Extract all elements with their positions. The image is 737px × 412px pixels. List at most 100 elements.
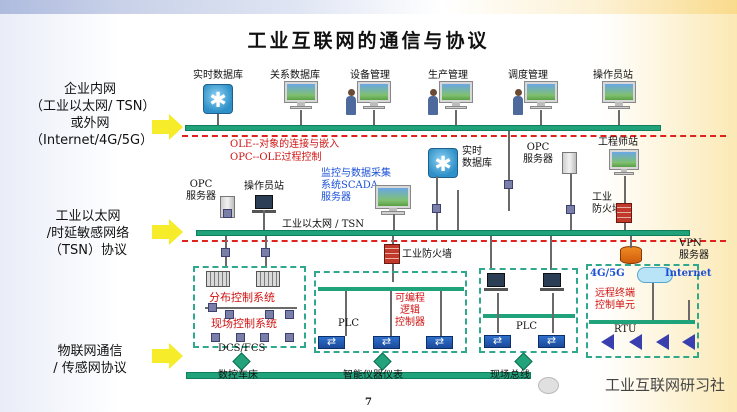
bus-node-icon (373, 352, 392, 371)
layer-line: 物联网通信 (57, 344, 123, 359)
switch-icon (538, 334, 565, 348)
layer-line: （TSN）协议 (49, 243, 127, 258)
bus-node-icon (514, 352, 533, 371)
top-banner (0, 0, 737, 14)
opc-server-left-label: OPC 服务器 (186, 179, 216, 202)
firewall-icon (616, 203, 632, 223)
link-line (300, 110, 302, 125)
database-icon: ✱ (428, 148, 458, 178)
vpn-server-icon (620, 246, 642, 264)
programmable-label: 可编程 逻辑 控制器 (395, 293, 425, 328)
enterprise-bus (185, 125, 661, 131)
link-line (457, 190, 459, 231)
monitor-icon (284, 80, 318, 110)
link-line (618, 110, 620, 125)
link-line (570, 174, 572, 231)
device-label: 实时数据库 (193, 70, 243, 81)
link-line (490, 236, 492, 270)
device-label: 设备管理 (350, 70, 390, 81)
layer-divider (182, 240, 726, 242)
vpn-label: VPN 服务器 (679, 238, 709, 261)
monitor-icon (540, 273, 564, 291)
layer-line: 工业以太网 (55, 209, 121, 224)
monitor-icon (439, 80, 473, 110)
network-node-icon (260, 333, 269, 342)
switch-icon (484, 334, 511, 348)
bus-label: 智能仪器仪表 (343, 370, 403, 381)
network-node-icon (221, 248, 230, 257)
monitor-icon (375, 185, 411, 216)
sensor-triangle-icon (656, 334, 669, 350)
link-line (589, 320, 695, 324)
plc-group (314, 271, 467, 353)
device-label: 操作员站 (593, 70, 633, 81)
link-line (508, 131, 510, 211)
operator-station-label: 操作员站 (244, 181, 284, 192)
link-line (393, 214, 395, 231)
link-line (552, 293, 554, 333)
wechat-icon (538, 377, 559, 394)
network-node-icon (211, 333, 220, 342)
layer-line: （工业以太网/ TSN） (30, 99, 156, 114)
firewall-icon (384, 244, 400, 264)
link-line (390, 291, 392, 336)
layer-label-iot: 物联网通信 / 传感网协议 (30, 343, 150, 377)
remote-terminal-label: 远程终端 控制单元 (595, 288, 635, 311)
link-line (540, 110, 542, 125)
industrial-firewall-top-label: 工业 防火墙 (592, 192, 622, 215)
link-line (345, 291, 347, 336)
switch-icon (373, 335, 400, 349)
dcs-fcs-label: DCS/FCS (218, 343, 266, 354)
link-line (455, 110, 457, 125)
tsn-bus (196, 230, 690, 236)
layer-line: （Internet/4G/5G） (30, 133, 154, 148)
person-icon (428, 89, 438, 115)
network-node-icon (208, 303, 217, 312)
layer-divider (182, 135, 726, 137)
layer-line: /时延敏感网络 (46, 226, 130, 241)
field-bus (186, 372, 531, 379)
network-node-icon (265, 310, 274, 319)
network-node-icon (261, 248, 270, 257)
slide-title: 工业互联网的通信与协议 (247, 30, 490, 52)
network-node-icon (432, 204, 441, 213)
link-line (373, 110, 375, 125)
industrial-firewall-mid-label: 工业防火墙 (402, 249, 452, 260)
layer-label-tsn: 工业以太网 /时延敏感网络 （TSN）协议 (26, 208, 150, 259)
sensor-triangle-icon (629, 334, 642, 350)
link-line (205, 307, 297, 309)
switch-icon (318, 335, 345, 349)
network-node-icon (225, 310, 234, 319)
network-node-icon (285, 333, 294, 342)
link-line (318, 287, 464, 291)
rtu-label: RTU (614, 324, 637, 335)
link-line (652, 283, 654, 320)
link-line (550, 236, 552, 270)
server-icon (562, 152, 577, 174)
bus-label: 数控车床 (218, 370, 258, 381)
plc-right-group (479, 268, 578, 353)
device-label: 关系数据库 (270, 70, 320, 81)
network-node-icon (236, 333, 245, 342)
person-icon (513, 89, 523, 115)
link-line (483, 314, 575, 318)
database-icon: ✱ (203, 84, 233, 114)
net-4g5g-label: 4G/5G (590, 268, 625, 279)
device-label: 生产管理 (428, 70, 468, 81)
rtu-group (586, 264, 699, 358)
field-control-label: 现场控制系统 (211, 317, 277, 330)
network-node-icon (504, 180, 513, 189)
sensor-triangle-icon (601, 334, 614, 350)
realtime-db-label: 实时 数据库 (462, 146, 492, 169)
monitor-icon (524, 80, 558, 110)
network-node-icon (566, 205, 575, 214)
link-line (217, 114, 219, 125)
link-line (497, 293, 499, 333)
person-icon (346, 89, 356, 115)
link-line (440, 291, 442, 336)
layer-line: 企业内网 (63, 82, 116, 97)
link-line (436, 176, 438, 231)
bus-label: 现场总线 (490, 370, 530, 381)
link-line (688, 300, 690, 320)
